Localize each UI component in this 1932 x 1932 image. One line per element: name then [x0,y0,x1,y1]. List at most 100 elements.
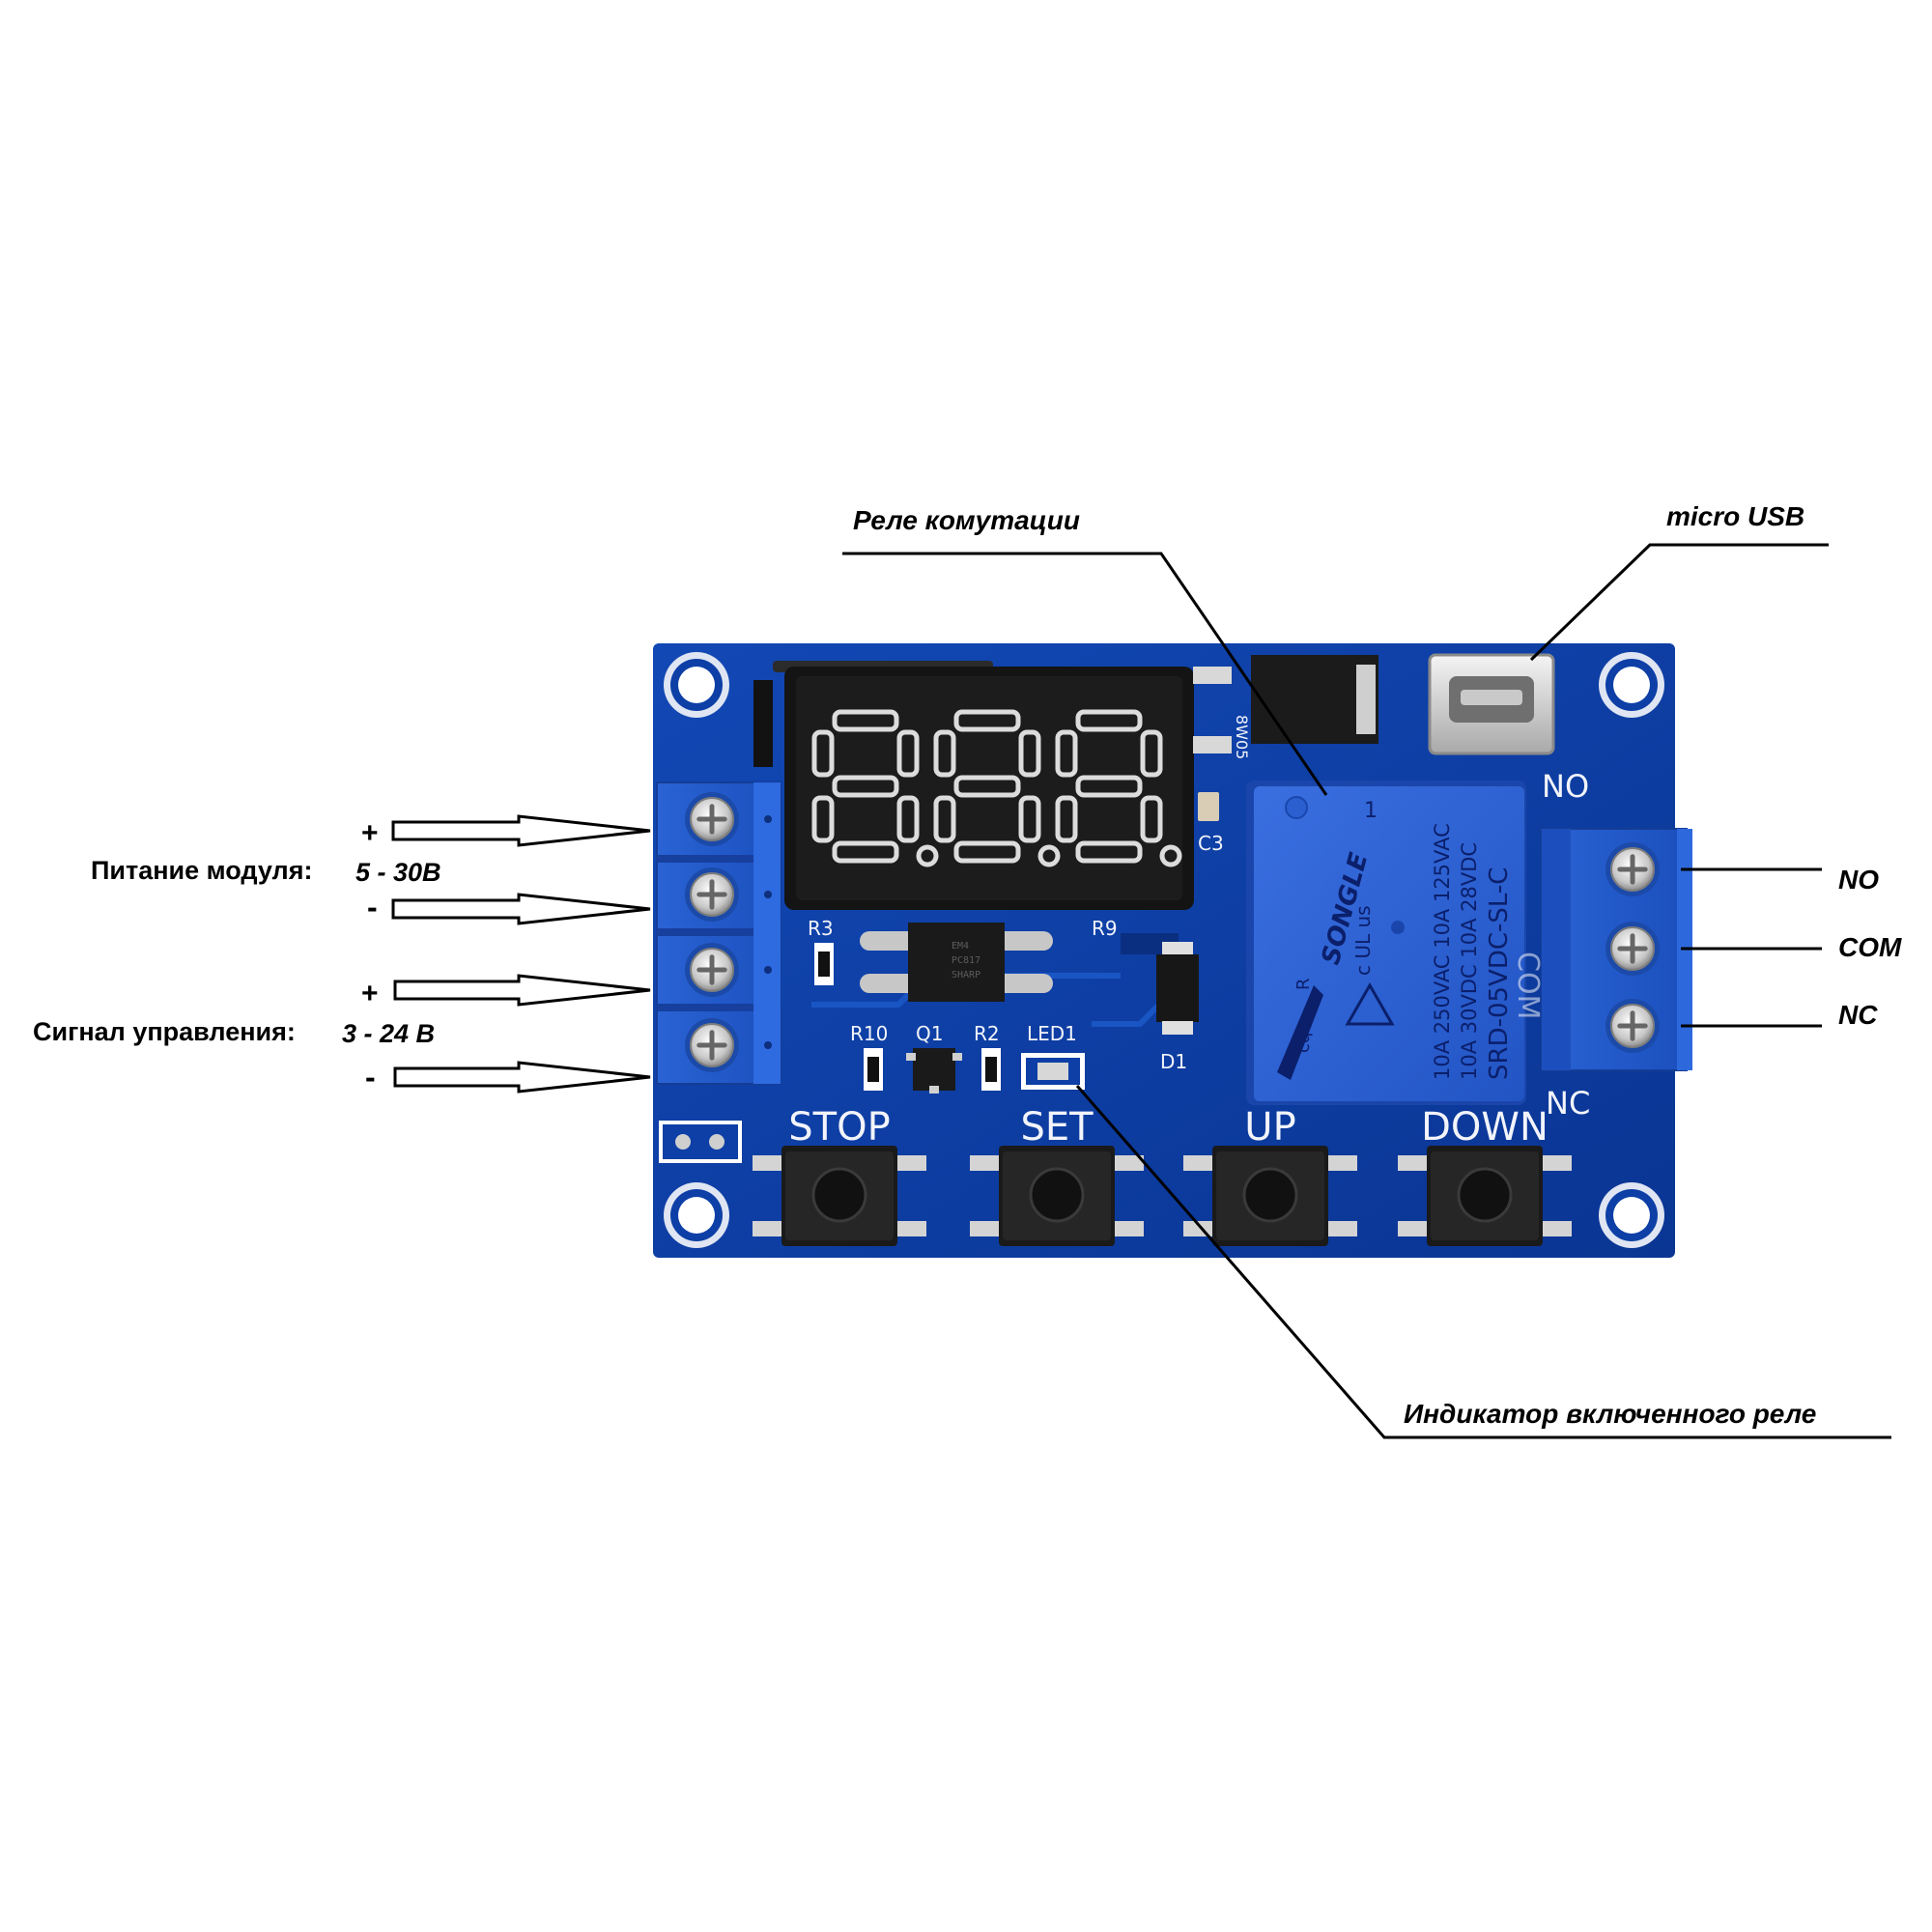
display-segment [832,709,899,732]
display-segment [896,795,920,843]
usb-leader-line [1529,543,1829,662]
resistor-r10: R10 [850,1022,888,1091]
input-arrows [391,814,651,1094]
relay-cert-ul: c UL us [1351,905,1375,976]
relay-annotation: Реле комутации [853,505,1080,535]
signal-range: 3 - 24 В [342,1019,435,1048]
power-label: Питание модуля: [91,856,312,885]
relay-rating-line: 10A 250VAC 10A 125VAC [1431,823,1454,1080]
display-digit [1055,709,1182,867]
r9-label: R9 [1092,917,1118,940]
switching-relay: 1 SONGLE c UL us cqc R 10A 250VAC 10A 12… [1246,781,1526,1105]
power-minus-sign: - [367,890,378,924]
relay-model: SRD-05VDC-SL-C [1485,867,1514,1080]
mounting-hole [1599,652,1664,718]
r2-label: R2 [974,1022,1000,1045]
display-segment [1075,775,1143,798]
display-segment [1075,709,1143,732]
jumper-header [659,1121,742,1163]
display-digits [811,709,1182,867]
relay-leader-line [842,552,1328,796]
nc-annotation: NC [1838,1000,1878,1030]
button-label: SET [1020,1105,1094,1150]
terminal-screw [1605,999,1660,1053]
relay-status-led: LED1 [1021,1022,1085,1090]
button-label: STOP [788,1105,890,1150]
led-annotation: Индикатор включенного реле [1404,1399,1816,1429]
power-range: 5 - 30В [355,858,441,887]
mounting-hole [664,1182,729,1248]
display-segment [1140,729,1163,778]
display-decimal-point [1037,844,1061,867]
display-decimal-point [916,844,939,867]
d1-label: D1 [1160,1050,1187,1073]
terminal-com-label: COM [1511,952,1545,1019]
button-label: DOWN [1421,1105,1548,1150]
mounting-hole [1599,1182,1664,1248]
display-segment [933,729,956,778]
power-plus-sign: + [361,817,379,849]
terminal-screw [685,943,739,997]
capacitor-c3: C3 [1198,792,1224,855]
power-minus-arrow [391,893,651,925]
chip-line: EM4 [952,941,969,952]
terminal-nc-label: NC [1546,1085,1590,1122]
display-segment [832,775,899,798]
terminal-screw [1605,922,1660,976]
display-segment [896,729,920,778]
relay-pin-mark: 1 [1364,799,1378,823]
input-terminal-block [656,781,781,1085]
chip-line: PC817 [952,955,980,966]
terminal-screw [685,867,739,922]
signal-label: Сигнал управления: [33,1017,296,1046]
terminal-screw [685,792,739,846]
usb-annotation: micro USB [1666,501,1804,531]
display-digit [933,709,1061,867]
annotations: Реле комутации micro USB + Питание модул… [33,501,1902,1429]
display-decimal-point [1159,844,1182,867]
display-segment [1055,729,1078,778]
c3-label: C3 [1198,832,1224,855]
display-segment [953,709,1021,732]
com-annotation: COM [1838,932,1902,962]
signal-minus-sign: - [365,1060,376,1094]
signal-minus-arrow [393,1061,651,1094]
r10-label: R10 [850,1022,888,1045]
display-segment [811,795,835,843]
display-segment [953,775,1021,798]
leader-lines [842,543,1891,1439]
voltage-regulator: 8W05 [1193,655,1378,759]
button-set[interactable]: SET [970,1105,1144,1246]
resistor-r2: R2 [974,1022,1001,1091]
button-down[interactable]: DOWN [1398,1105,1572,1246]
seven-segment-display [753,661,1194,910]
diode-d1: D1 [1156,942,1199,1073]
optocoupler: EM4 PC817 SHARP [860,923,1053,1002]
display-segment [1075,840,1143,864]
regulator-label: 8W05 [1233,715,1251,759]
terminal-screw [1605,842,1660,896]
transistor-q1: Q1 [906,1022,962,1094]
chip-line: SHARP [952,970,980,980]
signal-plus-sign: + [361,978,379,1009]
led1-label: LED1 [1027,1022,1077,1045]
display-segment [933,795,956,843]
display-digit [811,709,939,867]
signal-plus-arrow [393,974,651,1007]
display-segment [832,840,899,864]
power-plus-arrow [391,814,651,847]
mounting-hole [664,652,729,718]
r3-label: R3 [808,917,834,940]
resistor-r3: R3 [808,917,834,985]
display-segment [1018,795,1041,843]
relay-rating-line: 10A 30VDC 10A 28VDC [1458,842,1481,1080]
q1-label: Q1 [916,1022,943,1045]
led-leader-line [1075,1085,1891,1439]
display-segment [1018,729,1041,778]
button-stop[interactable]: STOP [753,1105,926,1246]
terminal-no-label: NO [1542,768,1589,805]
display-segment [1055,795,1078,843]
relay-reg-mark: R [1293,978,1314,990]
display-segment [953,840,1021,864]
